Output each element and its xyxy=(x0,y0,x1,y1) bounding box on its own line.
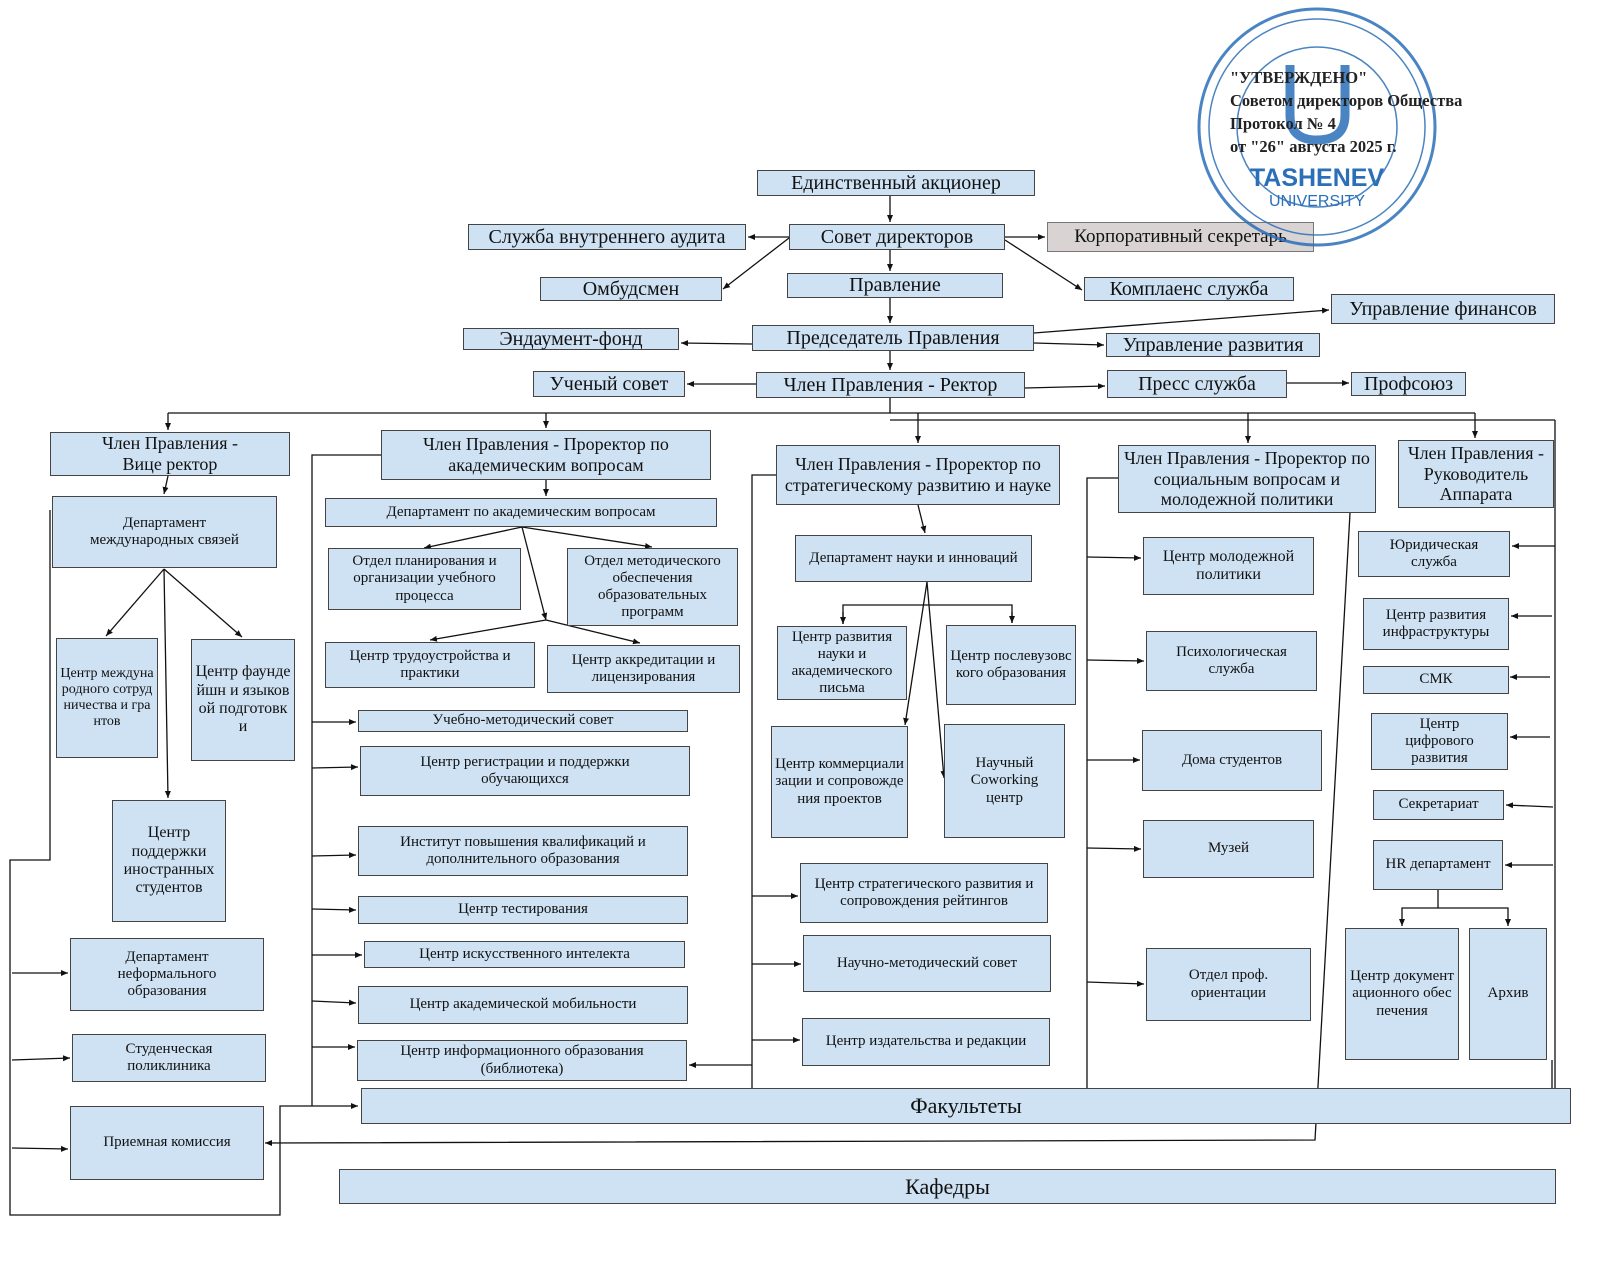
accreditation-center-box: Центр аккредитации и лицензирования xyxy=(547,645,740,693)
science-development-center-box: Центр развития науки и академического пи… xyxy=(777,626,907,700)
foundation-center-box: Центр фаундейшн и языковой подготовки xyxy=(191,639,295,761)
archive-box: Архив xyxy=(1469,928,1547,1060)
board-of-directors-box: Совет директоров xyxy=(789,224,1005,250)
approval-note: "УТВЕРЖДЕНО" Советом директоров Общества… xyxy=(1230,66,1462,158)
ai-center-box: Центр искусственного интелекта xyxy=(364,941,685,968)
youth-policy-center-box: Центр молодежной политики xyxy=(1143,537,1314,595)
academic-affairs-dept-box: Департамент по академическим вопросам xyxy=(325,498,717,527)
trade-union-box: Профсоюз xyxy=(1351,372,1466,396)
approval-date: от "26" августа 2025 г. xyxy=(1230,137,1397,156)
social-prorector-box: Член Правления - Проректор по социальным… xyxy=(1118,445,1376,513)
digital-development-center-box: Центр цифрового развития xyxy=(1371,713,1508,770)
museum-box: Музей xyxy=(1143,820,1314,878)
science-innovation-dept-box: Департамент науки и инноваций xyxy=(795,535,1032,582)
ombudsman-box: Омбудсмен xyxy=(540,277,722,301)
stamp-sub-text: UNIVERSITY xyxy=(1269,193,1365,210)
vice-rector-box: Член Правления - Вице ректор xyxy=(50,432,290,476)
employment-center-box: Центр трудоустройства и практики xyxy=(325,642,535,688)
development-box: Управление развития xyxy=(1106,333,1320,357)
publishing-center-box: Центр издательства и редакции xyxy=(802,1018,1050,1066)
finance-box: Управление финансов xyxy=(1331,294,1555,324)
academic-prorector-box: Член Правления - Проректор по академичес… xyxy=(381,430,711,480)
rector-box: Член Правления - Ректор xyxy=(756,372,1025,398)
career-guidance-box: Отдел проф. ориентации xyxy=(1146,948,1311,1021)
apparatus-head-box: Член Правления - Руководитель Аппарата xyxy=(1398,440,1554,508)
planning-dept-box: Отдел планирования и организации учебног… xyxy=(328,548,521,610)
secretariat-box: Секретариат xyxy=(1373,790,1504,820)
intl-cooperation-center-box: Центр международного сотрудничества и гр… xyxy=(56,638,158,758)
qms-box: СМК xyxy=(1363,666,1509,694)
academic-council-box: Ученый совет xyxy=(533,371,685,397)
scientific-methodical-council-box: Научно-методический совет xyxy=(803,935,1051,992)
hr-department-box: HR департамент xyxy=(1373,840,1503,890)
strategy-prorector-box: Член Правления - Проректор по стратегиче… xyxy=(776,445,1060,505)
approval-title: "УТВЕРЖДЕНО" xyxy=(1230,68,1368,87)
legal-service-box: Юридическая служба xyxy=(1358,531,1510,577)
library-center-box: Центр информационного образования (библи… xyxy=(357,1040,687,1081)
press-service-box: Пресс служба xyxy=(1107,370,1287,398)
foreign-students-center-box: Центр поддержки иностранных студентов xyxy=(112,800,226,922)
infrastructure-center-box: Центр развития инфраструктуры xyxy=(1363,598,1509,650)
corporate-secretary-box: Корпоративный секретарь xyxy=(1047,222,1314,252)
shareholder-box: Единственный акционер xyxy=(757,170,1035,196)
university-stamp: TASHENEV UNIVERSITY xyxy=(1197,7,1437,247)
stamp-brand-text: TASHENEV xyxy=(1250,164,1385,192)
intl-relations-dept-box: Департамент международных связей xyxy=(52,496,277,568)
internal-audit-box: Служба внутреннего аудита xyxy=(468,224,746,250)
approval-protocol: Протокол № 4 xyxy=(1230,114,1336,133)
methodical-dept-box: Отдел методического обеспечения образова… xyxy=(567,548,738,626)
qualification-institute-box: Институт повышения квалификаций и дополн… xyxy=(358,826,688,876)
academic-mobility-center-box: Центр академической мобильности xyxy=(358,986,688,1024)
psychological-service-box: Психологическая служба xyxy=(1146,631,1317,691)
management-board-box: Правление xyxy=(787,273,1003,298)
testing-center-box: Центр тестирования xyxy=(358,896,688,924)
endowment-box: Эндаумент-фонд xyxy=(463,328,679,350)
admissions-box: Приемная комиссия xyxy=(70,1106,264,1180)
chairs-box: Кафедры xyxy=(339,1169,1556,1204)
student-clinic-box: Студенческая поликлиника xyxy=(72,1034,266,1082)
commercialization-center-box: Центр коммерциализации и сопровождения п… xyxy=(771,726,908,838)
approval-by: Советом директоров Общества xyxy=(1230,91,1463,110)
nonformal-education-dept-box: Департамент неформального образования xyxy=(70,938,264,1011)
compliance-box: Комплаенс служба xyxy=(1084,277,1294,301)
documentation-center-box: Центр документационного обеспечения xyxy=(1345,928,1459,1060)
faculties-box: Факультеты xyxy=(361,1088,1571,1124)
chairman-box: Председатель Правления xyxy=(752,325,1034,351)
registration-center-box: Центр регистрации и поддержки обучающихс… xyxy=(360,746,690,796)
teaching-methodical-council-box: Учебно-методический совет xyxy=(358,710,688,732)
coworking-center-box: Научный Coworking центр xyxy=(944,724,1065,838)
strategic-development-center-box: Центр стратегического развития и сопрово… xyxy=(800,863,1048,923)
postgraduate-center-box: Центр послевузовского образования xyxy=(946,625,1076,705)
student-dorms-box: Дома студентов xyxy=(1142,730,1322,791)
